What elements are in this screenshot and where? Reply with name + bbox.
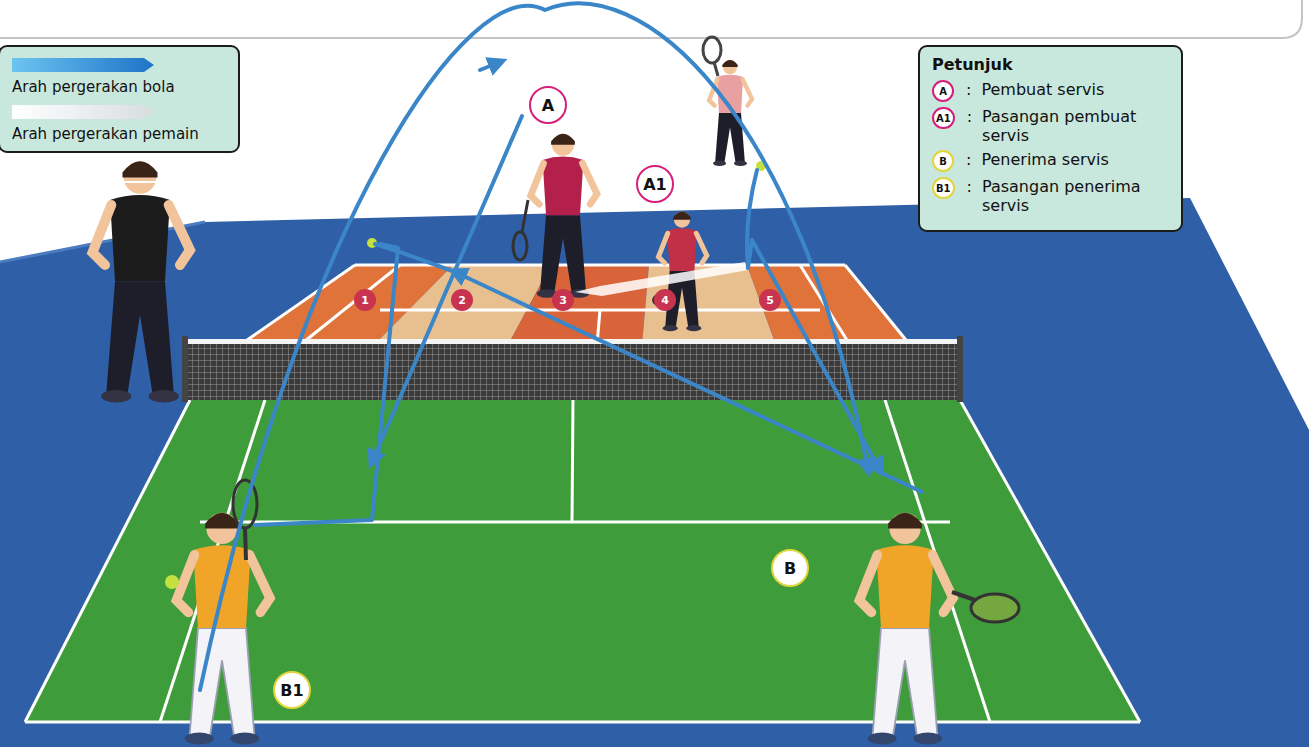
legend-text: Arah pergerakan pemain bbox=[12, 125, 228, 143]
zone-number: 1 bbox=[354, 289, 376, 311]
legend-colon: : bbox=[966, 80, 971, 99]
player-marker-text: B bbox=[784, 559, 796, 578]
legend-arrow-swatch bbox=[12, 102, 157, 122]
legend-arrow-swatch bbox=[12, 55, 157, 75]
legend-heading: Petunjuk bbox=[932, 55, 1171, 74]
zone-number: 2 bbox=[451, 289, 473, 311]
legend-box: Arah pergerakan bolaArah pergerakan pema… bbox=[0, 45, 240, 153]
player-marker-text: A bbox=[542, 96, 554, 115]
legend-row: A1: Pasangan pembuat servis bbox=[932, 107, 1171, 145]
player-marker-circle: A bbox=[529, 86, 567, 124]
player-marker-circle: B bbox=[771, 549, 809, 587]
legend-row: Arah pergerakan pemain bbox=[12, 102, 228, 143]
player-marker-circle: A1 bbox=[636, 165, 674, 203]
legend-text: Arah pergerakan bola bbox=[12, 78, 228, 96]
zone-number: 5 bbox=[759, 289, 781, 311]
player-marker-circle: B1 bbox=[273, 671, 311, 709]
legend-box: PetunjukA: Pembuat servisA1: Pasangan pemb… bbox=[918, 45, 1183, 232]
legend-row: B1: Pasangan penerima servis bbox=[932, 177, 1171, 215]
legend-marker-circle: A bbox=[932, 80, 954, 102]
legend-colon: : bbox=[966, 150, 971, 169]
legend-marker-circle: B bbox=[932, 150, 954, 172]
player-marker-text: B1 bbox=[280, 681, 303, 700]
player-marker-text: A1 bbox=[643, 175, 667, 194]
legend-marker-circle: B1 bbox=[932, 177, 955, 199]
zone-number: 4 bbox=[654, 289, 676, 311]
legend-text: Pasangan pembuat servis bbox=[982, 107, 1147, 145]
legend-marker-circle: A1 bbox=[932, 107, 955, 129]
legend-colon: : bbox=[967, 107, 972, 126]
zone-number: 3 bbox=[552, 289, 574, 311]
legend-text: Pembuat servis bbox=[981, 80, 1146, 99]
legend-colon: : bbox=[967, 177, 972, 196]
legend-text: Penerima servis bbox=[981, 150, 1146, 169]
legend-text: Pasangan penerima servis bbox=[982, 177, 1147, 215]
legend-row: A: Pembuat servis bbox=[932, 80, 1171, 102]
legend-row: Arah pergerakan bola bbox=[12, 55, 228, 96]
legend-row: B: Penerima servis bbox=[932, 150, 1171, 172]
